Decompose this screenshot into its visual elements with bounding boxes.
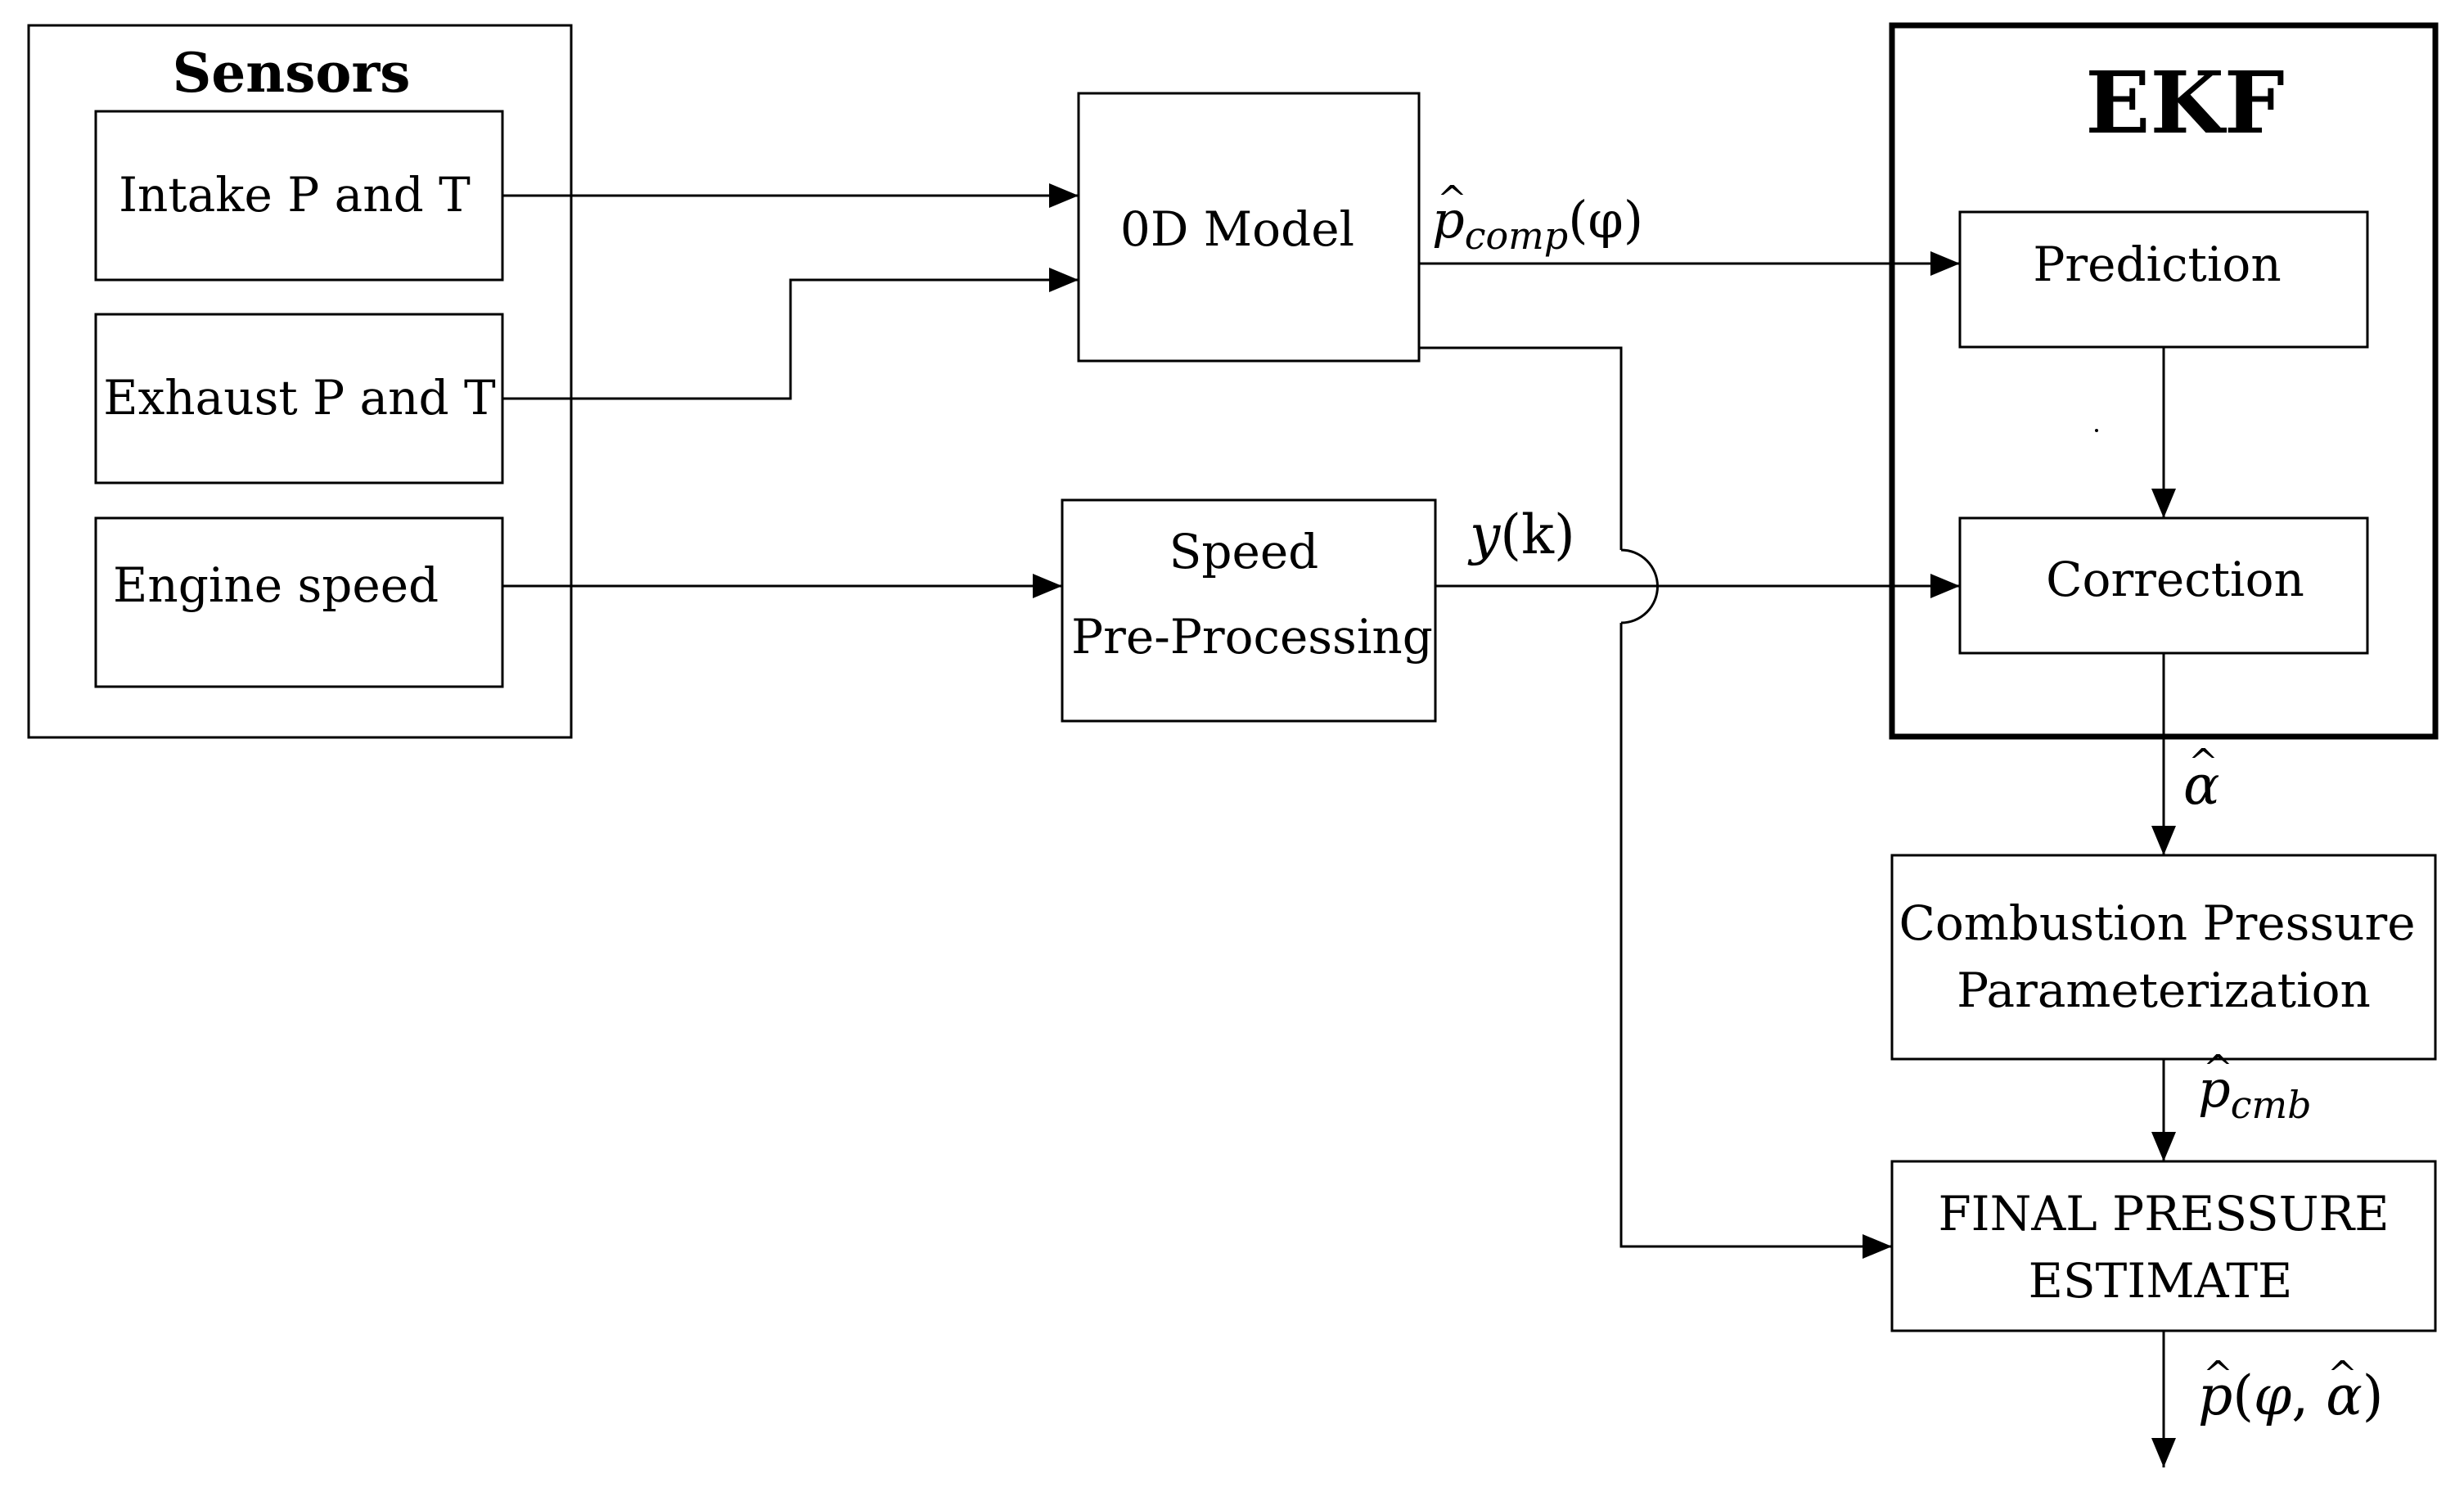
final-estimate-line2: ESTIMATE: [2029, 1253, 2293, 1309]
p-cmb-label: pcmb: [2198, 1059, 2312, 1127]
connections: [502, 183, 2176, 1467]
y-k-label: y(k): [1467, 503, 1575, 566]
model-box: [1077, 92, 1421, 363]
model-label: 0D Model: [1120, 201, 1354, 257]
intake-sensor-label: Intake P and T: [119, 167, 471, 223]
p-comp-label: pcomp(φ): [1432, 190, 1643, 258]
final-estimate-line1: FINAL PRESSURE: [1938, 1186, 2389, 1242]
p-comp-hat: ^: [1437, 178, 1467, 220]
speed-preprocessing-block: Speed Pre-Processing: [1061, 498, 1437, 723]
p-final-hat: ^: [2203, 1354, 2233, 1395]
p-cmb-hat: ^: [2203, 1048, 2233, 1089]
correction-label: Correction: [2046, 552, 2304, 607]
model-block: 0D Model: [1077, 92, 1421, 363]
p-final-alpha-hat: ^: [2327, 1354, 2358, 1395]
speed-preprocessing-line2: Pre-Processing: [1071, 609, 1433, 665]
ekf-group: EKF Prediction Correction: [1889, 22, 2439, 740]
speed-preprocessing-line1: Speed: [1169, 524, 1319, 579]
engine-speed-sensor-box: [94, 516, 504, 688]
final-estimate-block: FINAL PRESSURE ESTIMATE: [1890, 1160, 2437, 1332]
model-to-final-wire-upper: [1419, 346, 1623, 550]
exhaust-to-model-arrow: [502, 268, 1079, 400]
speed-preprocessing-box: [1061, 498, 1437, 723]
prediction-box: [1958, 210, 2369, 349]
combustion-line2: Parameterization: [1957, 962, 2371, 1018]
combustion-block: Combustion Pressure Parameterization: [1890, 854, 2437, 1061]
alpha-hat-label: α: [2183, 754, 2220, 817]
signal-labels: pcomp(φ) ^ y(k) α ^ pcmb ^ p(φ, α) ^ ^: [1432, 178, 2384, 1427]
prediction-label: Prediction: [2033, 237, 2281, 292]
exhaust-sensor-label: Exhaust P and T: [103, 370, 496, 426]
intake-sensor-box: [94, 110, 504, 282]
exhaust-sensor-box: [94, 313, 504, 485]
sensors-group: Sensors Intake P and T Exhaust P and T E…: [27, 24, 573, 739]
ekf-title: EKF: [2085, 52, 2285, 153]
sensors-title: Sensors: [173, 41, 411, 105]
alpha-hat-accent: ^: [2188, 741, 2219, 783]
combustion-box: [1890, 854, 2437, 1061]
ekf-dot: [2095, 429, 2098, 432]
engine-speed-sensor-label: Engine speed: [113, 557, 439, 613]
p-final-label: p(φ, α): [2198, 1364, 2384, 1427]
combustion-line1: Combustion Pressure: [1899, 895, 2415, 951]
model-to-final-arrow: [1619, 623, 1892, 1259]
